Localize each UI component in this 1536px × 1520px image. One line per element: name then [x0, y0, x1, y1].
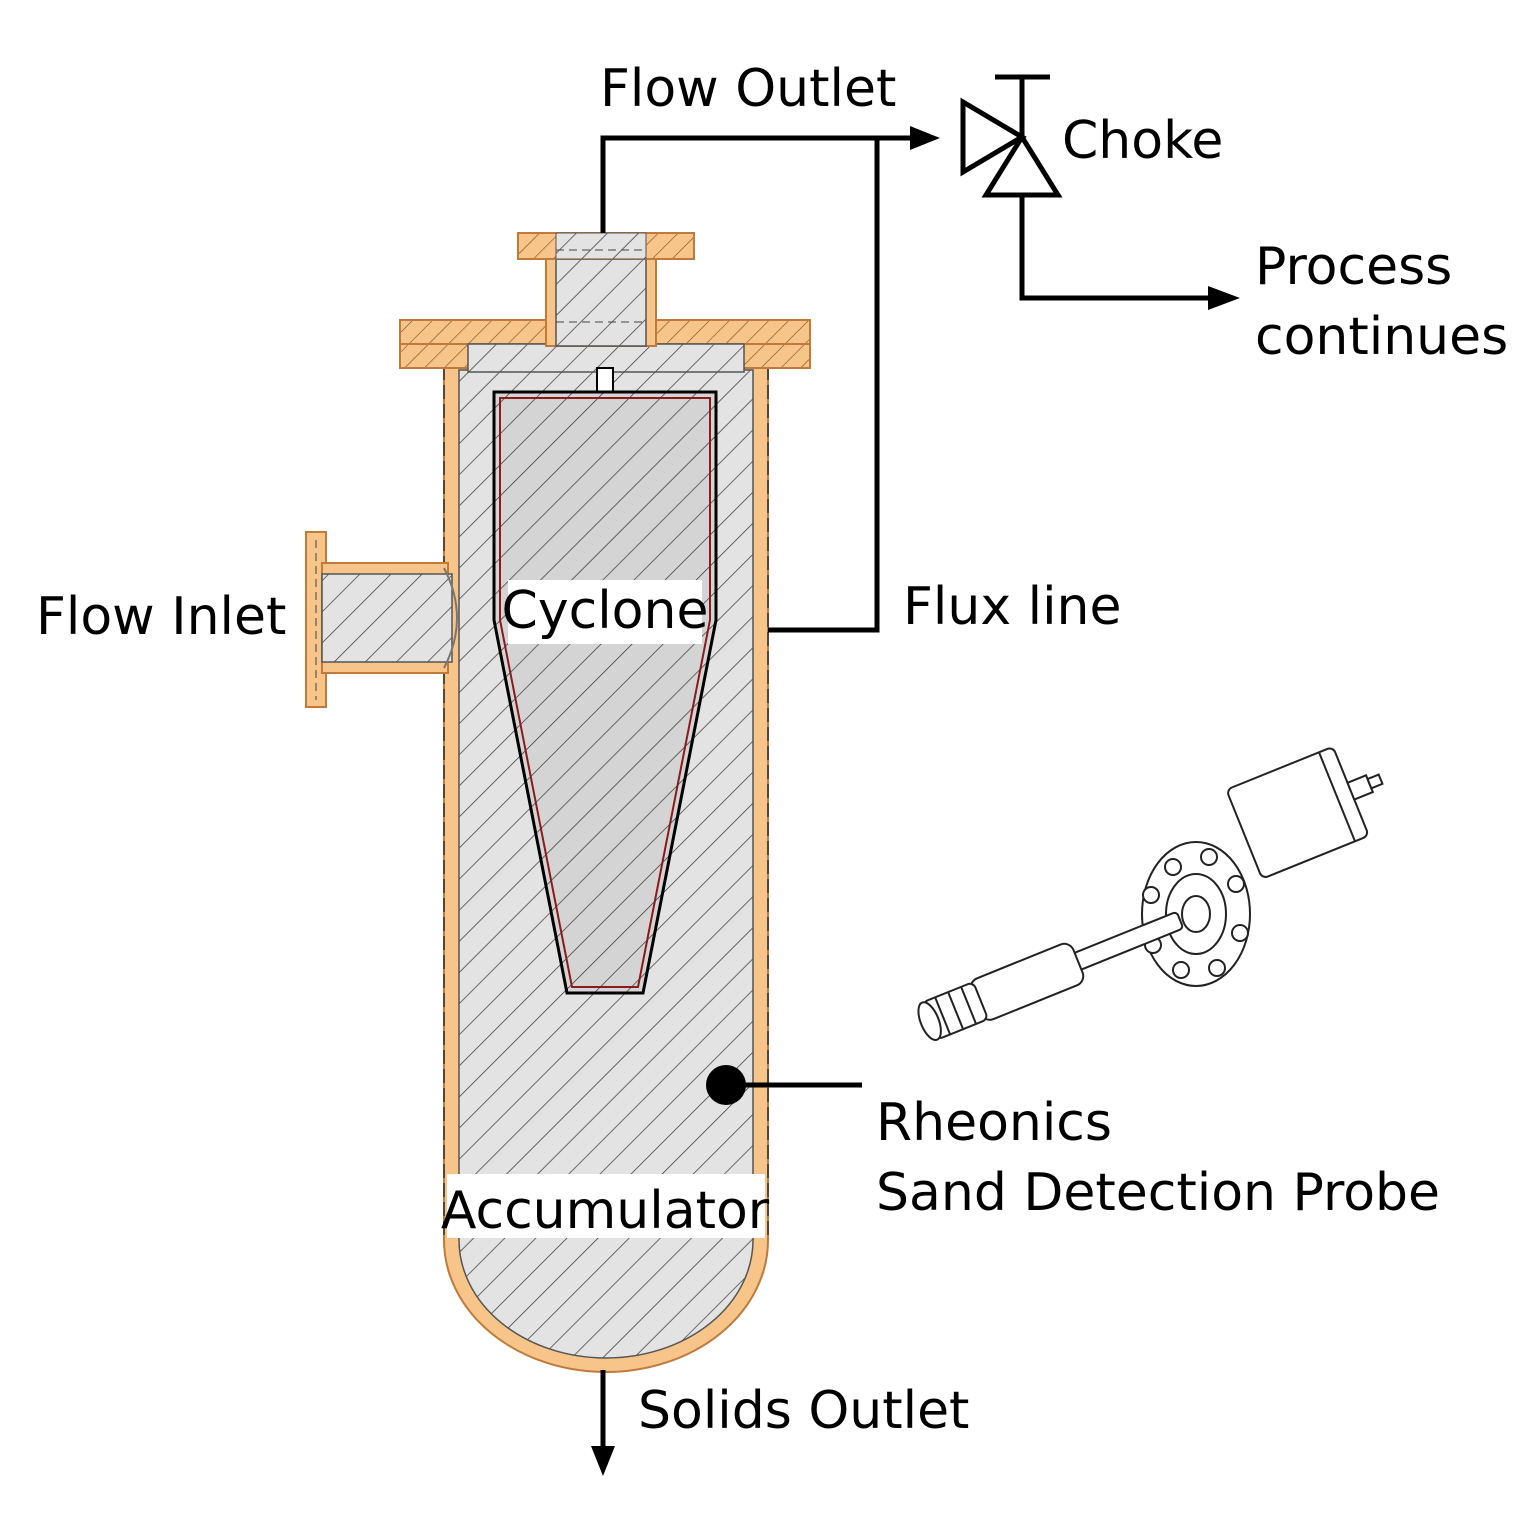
probe-marker	[706, 1065, 862, 1105]
probe-illustration	[917, 747, 1384, 1041]
cyclone-label: Cyclone	[502, 581, 709, 641]
flow-outlet-label: Flow Outlet	[600, 59, 896, 119]
accumulator-label-backdrop	[447, 1174, 765, 1238]
choke-label: Choke	[1062, 111, 1223, 171]
solids-outlet-label: Solids Outlet	[638, 1381, 969, 1441]
process-arrow	[1208, 286, 1240, 310]
probe-label-line-1: Rheonics	[876, 1093, 1112, 1153]
inlet-nozzle	[305, 531, 458, 708]
flux-line-label: Flux line	[903, 577, 1121, 637]
cyclone-label-backdrop	[508, 580, 702, 644]
process-label: Process continues	[1255, 237, 1508, 367]
flow-outlet-line	[600, 135, 920, 233]
flow-outlet-arrow	[910, 126, 940, 150]
probe-label-line-2: Sand Detection Probe	[876, 1163, 1440, 1223]
choke-valve	[960, 74, 1063, 198]
solids-outlet-arrow	[591, 1446, 615, 1476]
piping	[600, 135, 1215, 1450]
cyclone-body	[492, 390, 718, 995]
process-label-line-2: continues	[1255, 307, 1508, 367]
top-flange	[399, 232, 811, 393]
probe-label: Rheonics Sand Detection Probe	[876, 1093, 1440, 1223]
process-label-line-1: Process	[1255, 237, 1452, 297]
accumulator-label: Accumulator	[441, 1181, 770, 1241]
cyclone	[492, 390, 718, 995]
process-line	[1019, 195, 1215, 301]
labels: Flow Outlet Choke Process continues Flow…	[36, 59, 1508, 1441]
flux-line	[768, 138, 880, 633]
flow-inlet-label: Flow Inlet	[36, 587, 286, 647]
